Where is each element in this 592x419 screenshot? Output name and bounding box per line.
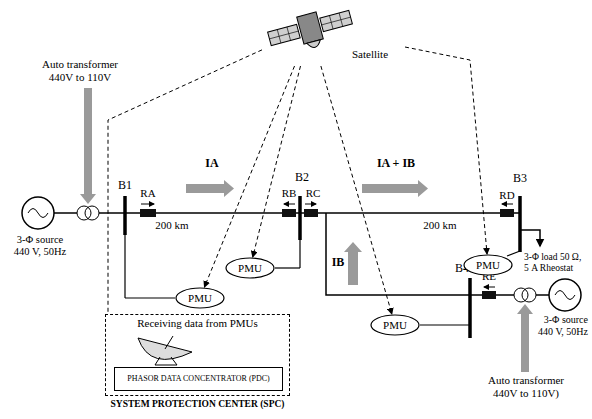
current-arrow xyxy=(344,242,362,285)
wire xyxy=(536,294,549,296)
bus-bar xyxy=(298,196,302,240)
pointer-arrow xyxy=(80,88,96,204)
pmu-ellipse: PMU xyxy=(463,254,513,276)
sine-wave xyxy=(28,209,48,218)
relay-symbol xyxy=(500,209,514,217)
relay-symbol xyxy=(304,209,318,217)
bus-bar xyxy=(123,196,127,235)
bus-bar xyxy=(518,196,522,252)
component-label: 3-Φ source 440 V, 50Hz xyxy=(10,234,70,258)
wire xyxy=(275,267,300,268)
wire xyxy=(124,235,125,298)
data-link xyxy=(405,47,487,254)
bus-bar xyxy=(468,278,472,338)
direction-arrow xyxy=(284,204,295,205)
relay-symbol xyxy=(282,209,296,217)
relay-label: RD xyxy=(498,189,516,202)
autotransformer-symbol xyxy=(85,206,99,220)
direction-arrow xyxy=(141,204,154,205)
wire xyxy=(299,240,300,268)
pmu-label: PMU xyxy=(476,259,500,272)
current-arrow xyxy=(186,180,234,197)
bus-label: B1 xyxy=(113,179,137,193)
dish-stand xyxy=(155,357,177,365)
center-heading: SYSTEM PROTECTION CENTER (SPC) xyxy=(85,399,310,410)
pmu-outline xyxy=(464,255,512,275)
current-label: IB xyxy=(329,256,347,270)
pmu-label: PMU xyxy=(238,262,262,275)
panel-grid xyxy=(322,17,351,25)
relay-label: RC xyxy=(304,187,322,200)
feeder-line xyxy=(326,213,470,295)
source-symbol xyxy=(22,197,54,229)
data-link xyxy=(321,66,392,314)
distance-label: 200 km xyxy=(415,219,465,232)
satellite-antenna xyxy=(307,40,322,49)
current-arrow xyxy=(362,180,428,197)
pmu-outline xyxy=(371,315,419,335)
current-label: IA xyxy=(197,157,227,171)
satellite-body xyxy=(297,12,324,44)
load-label: 3-Φ load 50 Ω, 5 A Rheostat xyxy=(524,252,586,274)
pmu-label: PMU xyxy=(383,319,407,332)
data-link xyxy=(253,66,301,257)
wire xyxy=(420,324,470,325)
direction-arrow xyxy=(502,204,513,205)
pmu-ellipse: PMU xyxy=(225,257,275,279)
component-label: Auto transformer 440V to 110V) xyxy=(481,374,571,399)
source-symbol xyxy=(549,279,581,311)
pmu-outline xyxy=(226,258,274,278)
satellite-icon xyxy=(266,4,356,59)
autotransformer-symbol xyxy=(514,288,528,302)
component-label: Auto transformer 440V to 110V xyxy=(35,58,125,83)
current-label: IA + IB xyxy=(366,157,426,171)
relay-symbol xyxy=(140,209,156,217)
dish-feed xyxy=(165,336,173,349)
solar-panel xyxy=(268,24,301,45)
protection-center: Receiving data from PMUsSYSTEM PROTECTIO… xyxy=(105,314,290,396)
pointer-arrow xyxy=(517,304,533,372)
satellite-node: Satellite xyxy=(262,2,405,66)
wire xyxy=(125,297,175,298)
load-arrow xyxy=(520,230,540,246)
bus-label: B2 xyxy=(290,171,314,185)
wire xyxy=(507,251,520,256)
direction-arrow xyxy=(484,287,495,288)
autotransformer-symbol xyxy=(77,206,91,220)
autotransformer-symbol xyxy=(522,288,536,302)
data-link xyxy=(204,66,294,287)
pmu-ellipse: PMU xyxy=(370,314,420,336)
relay-symbol xyxy=(482,291,496,299)
pmu-outline xyxy=(176,288,224,308)
note-text: Receiving data from PMUs xyxy=(106,317,289,330)
direction-arrow xyxy=(305,204,316,205)
relay-label: RA xyxy=(137,187,159,200)
pmu-label: PMU xyxy=(188,292,212,305)
solar-panel xyxy=(320,10,353,31)
component-label: 3-Φ source 440 V, 50Hz xyxy=(530,314,588,337)
satellite-label: Satellite xyxy=(352,48,402,61)
distance-label: 200 km xyxy=(147,219,197,232)
pmu-ellipse: PMU xyxy=(175,287,225,309)
sine-wave xyxy=(555,291,575,300)
bus-label: B3 xyxy=(508,172,532,186)
pdc-box: PHASOR DATA CONCENTRATOR (PDC) xyxy=(114,367,283,391)
panel-grid xyxy=(269,31,298,39)
wire xyxy=(54,212,77,214)
relay-label: RB xyxy=(280,187,298,200)
pdc-title: PHASOR DATA CONCENTRATOR (PDC) xyxy=(127,374,270,383)
